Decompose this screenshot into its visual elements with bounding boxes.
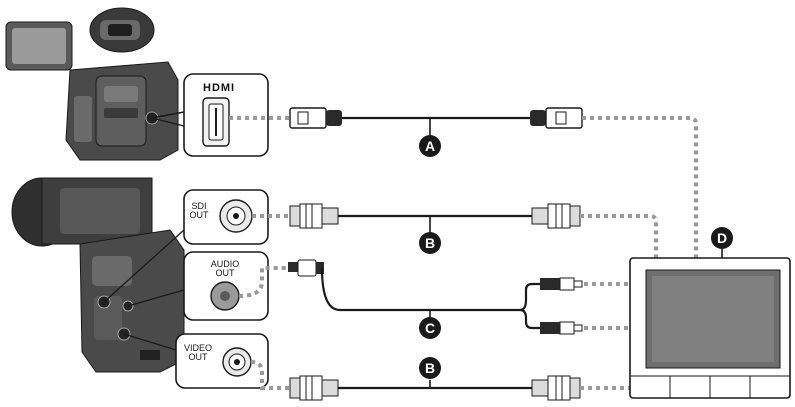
audio-out-label: AUDIO OUT — [205, 260, 245, 278]
camcorder-bottom-illustration — [11, 177, 185, 373]
audio-label-line1: AUDIO — [210, 259, 240, 269]
video-out-label: VIDEO OUT — [180, 344, 216, 362]
video-label-line1: VIDEO — [183, 343, 212, 353]
badge-video-cable: B — [419, 357, 441, 379]
audio-jack-icon — [210, 281, 240, 311]
bnc-plug-sdi-right-icon — [531, 203, 581, 229]
sdi-out-label: SDI OUT — [186, 202, 212, 220]
camcorder-top-illustration — [5, 7, 179, 161]
rca-plug-audio-icon — [540, 277, 583, 291]
badge-hdmi-cable: A — [419, 135, 441, 157]
audio-label-line2: OUT — [215, 268, 235, 278]
badge-av-cable: C — [419, 317, 441, 339]
sdi-label-line1: SDI — [191, 201, 207, 211]
badge-sdi-cable: B — [419, 232, 441, 254]
hdmi-plug-right-icon — [530, 107, 583, 129]
bnc-plug-sdi-left-icon — [289, 203, 339, 229]
bnc-plug-video-left-icon — [289, 375, 339, 401]
hdmi-plug-left-icon — [289, 107, 342, 129]
hdmi-socket-icon — [202, 97, 230, 147]
rca-plug-video-icon — [540, 321, 583, 335]
mini-jack-plug-icon — [288, 259, 324, 277]
hdmi-logo: HDMI — [203, 82, 236, 94]
monitor-illustration — [629, 257, 791, 399]
sdi-bnc-socket-icon — [219, 199, 253, 233]
bnc-plug-video-right-icon — [531, 375, 581, 401]
video-port-panel — [175, 333, 269, 389]
sdi-label-line2: OUT — [189, 210, 209, 220]
video-label-line2: OUT — [188, 352, 208, 362]
badge-monitor: D — [711, 227, 733, 249]
video-bnc-socket-icon — [222, 347, 252, 377]
